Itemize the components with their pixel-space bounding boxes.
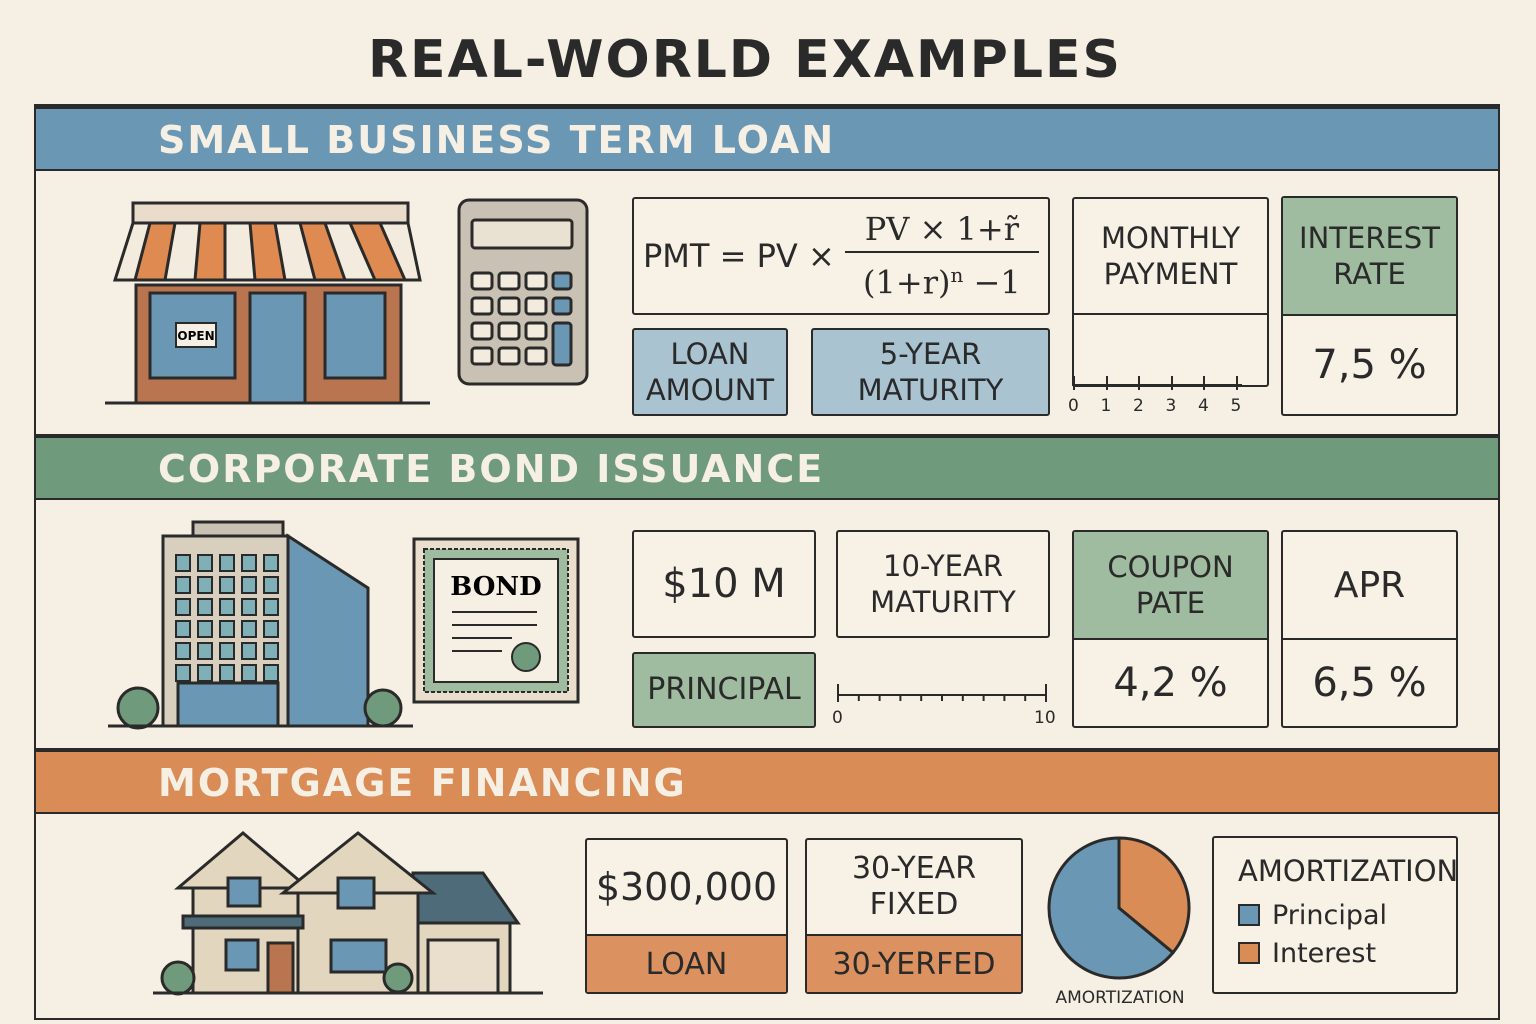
- label: INTEREST: [1299, 221, 1440, 255]
- tick-mark: [1203, 376, 1205, 390]
- open-sign: OPEN: [177, 329, 214, 343]
- loan-value: $300,000: [587, 840, 786, 936]
- tick-mark: [1170, 376, 1173, 390]
- pie-label: AMORTIZATION: [1055, 988, 1185, 1008]
- label: LOAN: [670, 337, 750, 371]
- title-divider: [34, 104, 1500, 107]
- section-header-bond: CORPORATE BOND ISSUANCE: [34, 436, 1500, 500]
- formula-exponent: n: [950, 263, 964, 288]
- legend-item: Interest: [1238, 934, 1456, 972]
- label: MATURITY: [870, 585, 1016, 619]
- coupon-rate-value: 4,2 %: [1113, 660, 1228, 706]
- bond-certificate-icon: BOND: [412, 537, 580, 704]
- legend-title: AMORTIZATION: [1238, 854, 1459, 888]
- year-axis: [1072, 378, 1242, 392]
- label: 30-YEAR: [851, 851, 977, 886]
- section-header-loan: SMALL BUSINESS TERM LOAN: [34, 107, 1500, 171]
- apr-box: APR 6,5 %: [1281, 530, 1458, 728]
- formula-lhs: PMT = PV ×: [642, 237, 835, 275]
- pie-slice-principal: [1047, 836, 1176, 980]
- tick-mark: [1138, 376, 1140, 390]
- bond-amount-box: $10 M: [632, 530, 816, 638]
- year-axis-ticks: 0 1 2 3 4 5: [1060, 376, 1260, 416]
- label: COUPON: [1107, 550, 1234, 584]
- tick-mark: [1235, 376, 1238, 390]
- calculator-icon: [457, 198, 589, 386]
- mortgage-loan-box: $300,000 LOAN: [585, 838, 788, 994]
- tick-mark: [1073, 376, 1075, 390]
- page-title: REAL-WORLD EXAMPLES: [367, 30, 1122, 90]
- fixed-label: 30-YERFED: [807, 936, 1021, 992]
- label: RATE: [1333, 257, 1406, 291]
- label: 10-YEAR: [883, 549, 1003, 583]
- storefront-icon: OPEN: [105, 201, 430, 405]
- label: PAYMENT: [1103, 257, 1238, 291]
- legend-swatch: [1238, 904, 1260, 926]
- pmt-formula: PMT = PV × PV × 1+r̃ (1+r)n −1: [632, 197, 1050, 315]
- amortization-pie-chart: [1047, 836, 1191, 980]
- pie-slice-interest: [1117, 836, 1191, 955]
- legend-label: Interest: [1272, 937, 1377, 969]
- axis-tick-0: 0: [832, 708, 843, 728]
- label: AMOUNT: [645, 373, 775, 407]
- interest-rate-value: 7,5 %: [1312, 342, 1427, 388]
- axis-tick: 5: [1230, 396, 1242, 416]
- formula-tail: −1: [973, 263, 1021, 302]
- principal-box: PRINCIPAL: [632, 652, 816, 728]
- apr-label: APR: [1283, 532, 1456, 640]
- bond-maturity-axis: [837, 684, 1047, 702]
- legend-label: Principal: [1272, 899, 1388, 931]
- axis-tick: 4: [1198, 396, 1209, 416]
- axis-tick: 1: [1100, 396, 1112, 416]
- tick-mark: [1105, 376, 1108, 390]
- legend-item: Principal: [1238, 896, 1456, 934]
- section-header-mortgage: MORTGAGE FINANCING: [34, 750, 1500, 814]
- apr-value: 6,5 %: [1312, 660, 1427, 706]
- axis-tick: 2: [1133, 396, 1144, 416]
- section-bond: [34, 500, 1500, 750]
- label: MONTHLY: [1100, 221, 1241, 255]
- legend-swatch: [1238, 942, 1260, 964]
- office-building-icon: [108, 520, 413, 730]
- section-mortgage: [34, 814, 1500, 1020]
- label: PATE: [1135, 586, 1206, 620]
- formula-numerator: PV × 1+r̃: [844, 211, 1040, 254]
- label: MATURITY: [857, 373, 1004, 407]
- label: 5-YEAR: [879, 337, 982, 371]
- axis-tick-10: 10: [1034, 708, 1056, 728]
- loan-label: LOAN: [587, 936, 786, 992]
- bond-certificate-label: BOND: [450, 572, 541, 602]
- label: FIXED: [869, 887, 959, 922]
- formula-denominator: (1+r)n −1: [863, 253, 1021, 301]
- house-icon: [153, 831, 543, 996]
- axis-tick: 0: [1068, 396, 1079, 416]
- axis-tick: 3: [1165, 396, 1177, 416]
- section-loan: [34, 171, 1500, 436]
- formula-base: (1+r): [863, 263, 951, 302]
